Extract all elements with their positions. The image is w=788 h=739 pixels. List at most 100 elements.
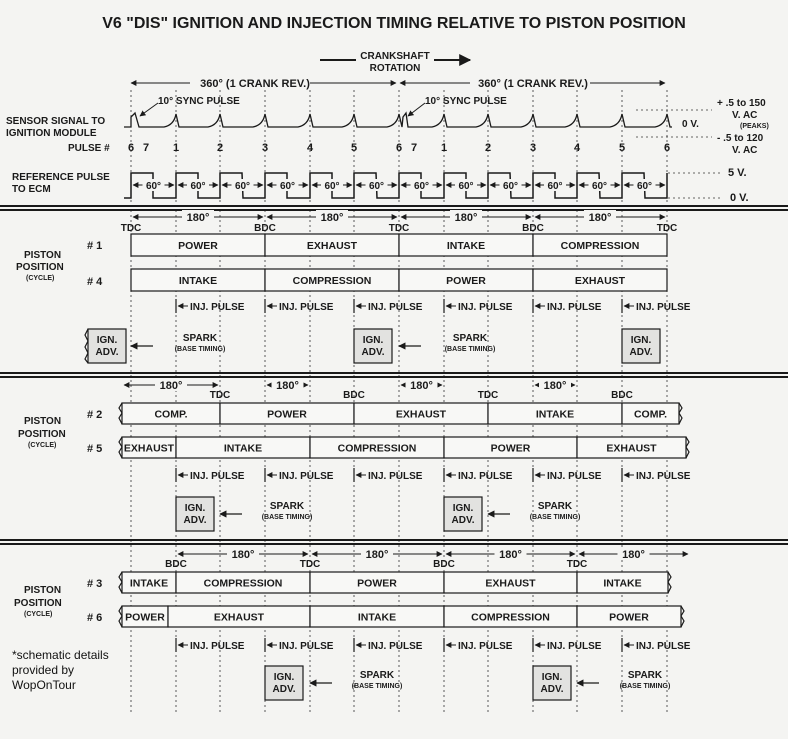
crankshaft-label: CRANKSHAFT [360,51,429,62]
cycle-label-3: (CYCLE) [24,611,52,618]
stroke-label: INTAKE [603,578,641,590]
ign-adv-label-2: ADV. [452,515,475,526]
rev-label-1: 360° (1 CRANK REV.) [200,78,310,90]
tdc-label: TDC [478,390,499,401]
stroke-label: EXHAUST [485,578,536,590]
inj-pulse-label: INJ. PULSE [547,641,602,652]
stroke-label: EXHAUST [124,443,175,455]
inj-pulse-label: INJ. PULSE [458,302,513,313]
stroke-label: EXHAUST [575,275,626,287]
ign-adv-label-2: ADV. [630,347,653,358]
sixty-degree-label: 60° [146,181,161,192]
degree-label: 180° [160,380,183,392]
base-timing-label: (BASE TIMING) [620,683,671,690]
voltage-peak-low-unit: V. AC [732,145,757,156]
stroke-row-cyl-3: INTAKE COMPRESSION POWER EXHAUST INTAKE [118,571,672,594]
sixty-degree-label: 60° [280,181,295,192]
sixty-degree-label: 60° [324,181,339,192]
pulse-number: 7 [411,142,417,154]
ign-adv-label-2: ADV. [96,347,119,358]
bdc-label: BDC [522,223,544,234]
inj-pulse-label: INJ. PULSE [368,641,423,652]
spark-label: SPARK [453,333,488,344]
inj-pulse-label: INJ. PULSE [279,471,334,482]
piston-position-labels: PISTON POSITION (CYCLE) PISTON POSITION … [14,250,66,618]
spark-label: SPARK [183,333,218,344]
degree-label: 180° [321,212,344,224]
degree-label: 180° [187,212,210,224]
pulse-number: 6 [396,142,402,154]
stroke-label: EXHAUST [214,612,265,624]
stroke-label: POWER [357,578,397,590]
sixty-degree-label: 60° [637,181,652,192]
ign-adv-label-2: ADV. [362,347,385,358]
ign-adv-label-1: IGN. [363,335,384,346]
sixty-degree-label: 60° [414,181,429,192]
stroke-label: EXHAUST [396,409,447,421]
pulse-number: 7 [143,142,149,154]
rotation-label: ROTATION [370,63,421,74]
pulse-number: 2 [217,142,223,154]
cylinder-number: # 1 [87,240,102,252]
inj-pulse-label: INJ. PULSE [190,471,245,482]
stroke-label: POWER [125,612,165,624]
sixty-degree-label: 60° [369,181,384,192]
inj-pulse-label: INJ. PULSE [368,471,423,482]
voltage-peak-high: + .5 to 150 [717,98,766,109]
sixty-degree-label: 60° [458,181,473,192]
sixty-degree-label: 60° [190,181,205,192]
sync-pulse-label-2: 10° SYNC PULSE [425,96,507,107]
sync-pulse-label-1: 10° SYNC PULSE [158,96,240,107]
cylinder-number: # 3 [87,578,102,590]
bdc-label: BDC [611,390,633,401]
stroke-label: POWER [609,612,649,624]
degree-label: 180° [589,212,612,224]
sensor-signal-label-1: SENSOR SIGNAL TO [6,116,105,127]
base-timing-label: (BASE TIMING) [445,346,496,353]
stroke-cell [532,233,668,257]
crankshaft-rotation-indicator: CRANKSHAFT ROTATION [320,48,472,74]
inj-pulse-label: INJ. PULSE [368,302,423,313]
sixty-degree-label: 60° [592,181,607,192]
sixty-degree-labels: 60°60°60°60°60°60°60°60°60°60°60°60° [132,179,666,192]
pulse-number: 5 [351,142,357,154]
pulse-number: 4 [574,142,581,154]
section-separators [0,205,788,545]
cylinder-number: # 5 [87,443,102,455]
stroke-label: INTAKE [130,578,168,590]
stroke-label: INTAKE [224,443,262,455]
revolution-dimensions: 360° (1 CRANK REV.) 360° (1 CRANK REV.) [130,76,666,90]
stroke-label: INTAKE [358,612,396,624]
stroke-cell [532,268,668,292]
base-timing-label: (BASE TIMING) [352,683,403,690]
ignition-advance-block: IGN.ADV. [621,328,661,364]
stroke-label: COMPRESSION [338,443,417,455]
base-timing-label: (BASE TIMING) [175,346,226,353]
tdc-label: TDC [210,390,231,401]
cylinder-number: # 4 [87,276,103,288]
sensor-waveform [124,111,672,128]
pulse-number: 6 [128,142,134,154]
sixty-degree-label: 60° [235,181,250,192]
pulse-number: 5 [619,142,625,154]
reference-gridlines [130,90,668,712]
footnote: *schematic details provided by WopOnTour [12,648,109,692]
stroke-label: COMPRESSION [204,578,283,590]
piston-label-2: PISTON [24,416,61,427]
spark-label: SPARK [270,501,305,512]
reference-pulse-label-2: TO ECM [12,184,51,195]
position-label-1: POSITION [16,262,64,273]
ign-adv-label-1: IGN. [631,335,652,346]
inj-pulse-label: INJ. PULSE [458,641,513,652]
ign-adv-label-1: IGN. [97,335,118,346]
spark-label: SPARK [360,670,395,681]
tdc-label: TDC [121,223,142,234]
ignition-advance-block: IGN.ADV.SPARK(BASE TIMING) [443,496,580,532]
inj-pulse-label: INJ. PULSE [547,302,602,313]
reference-waveform [124,172,668,199]
